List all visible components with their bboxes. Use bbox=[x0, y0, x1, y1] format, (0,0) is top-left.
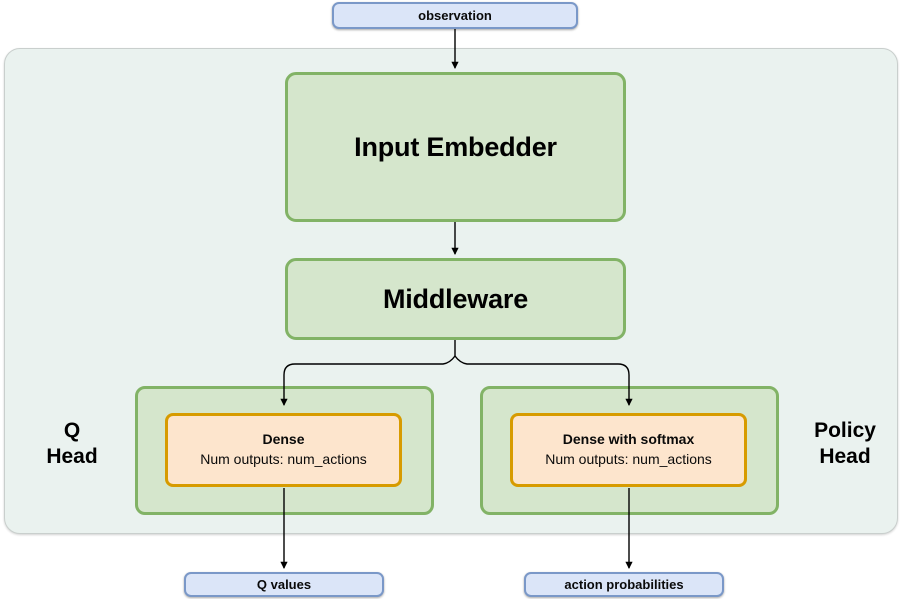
layer-q-dense-subtitle: Num outputs: num_actions bbox=[200, 451, 367, 467]
output-node-q-values-label: Q values bbox=[256, 577, 312, 592]
output-node-action-probabilities-label: action probabilities bbox=[564, 577, 684, 592]
layer-q-dense[interactable]: Dense Num outputs: num_actions bbox=[165, 413, 402, 487]
layer-policy-dense-title: Dense with softmax bbox=[562, 431, 695, 448]
module-input-embedder-label: Input Embedder bbox=[354, 131, 557, 162]
layer-policy-dense-subtitle: Num outputs: num_actions bbox=[545, 451, 712, 467]
module-middleware[interactable]: Middleware bbox=[285, 258, 626, 340]
input-node-label: observation bbox=[418, 8, 492, 23]
layer-q-dense-title: Dense bbox=[262, 431, 305, 448]
output-node-q-values[interactable]: Q values bbox=[184, 572, 384, 597]
layer-policy-dense[interactable]: Dense with softmax Num outputs: num_acti… bbox=[510, 413, 747, 487]
head-label-policy: Policy Head bbox=[814, 419, 876, 468]
output-node-action-probabilities[interactable]: action probabilities bbox=[524, 572, 724, 597]
module-middleware-label: Middleware bbox=[382, 283, 529, 314]
module-input-embedder[interactable]: Input Embedder bbox=[285, 72, 626, 222]
head-label-q: Q Head bbox=[46, 419, 98, 468]
input-node-observation[interactable]: observation bbox=[332, 2, 578, 29]
